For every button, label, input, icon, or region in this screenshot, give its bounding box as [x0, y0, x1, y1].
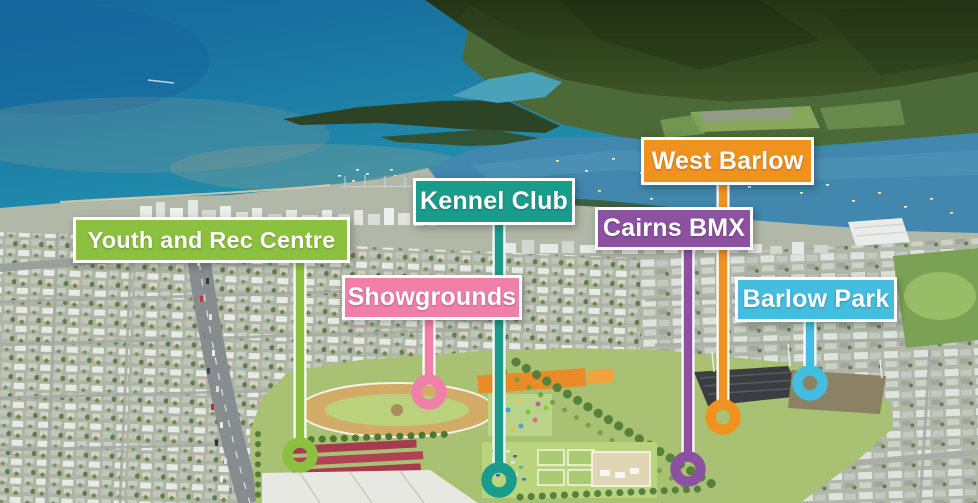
pin-ring: [481, 462, 517, 498]
map-label-kennel-club: Kennel Club: [413, 178, 575, 225]
map-label-showgrounds: Showgrounds: [342, 275, 522, 320]
mangrove-peninsula: [283, 72, 562, 146]
map-label-west-barlow: West Barlow: [641, 137, 814, 185]
main-road: [185, 245, 262, 503]
map-pin-cairns-bmx: [670, 242, 706, 487]
pin-ring: [792, 365, 828, 401]
white-pavilions: [262, 470, 478, 503]
pin-ring: [670, 451, 706, 487]
map-label-barlow-park: Barlow Park: [735, 277, 897, 322]
sand-arena: [591, 451, 651, 487]
map-pin-kennel-club: [481, 218, 517, 498]
mountain-range: [425, 0, 978, 102]
pin-ring: [282, 437, 318, 473]
east-fields: [848, 218, 978, 348]
map-pin-youth-and-rec-centre: [282, 253, 318, 473]
cars: [197, 260, 232, 494]
map-label-youth-and-rec-centre: Youth and Rec Centre: [73, 217, 350, 263]
foothills: [462, 30, 978, 150]
pin-ring: [705, 399, 741, 435]
map-pin-barlow-park: [792, 313, 828, 401]
map-label-cairns-bmx: Cairns BMX: [595, 207, 753, 250]
pin-ring: [411, 374, 447, 410]
map-pin-showgrounds: [411, 310, 447, 410]
